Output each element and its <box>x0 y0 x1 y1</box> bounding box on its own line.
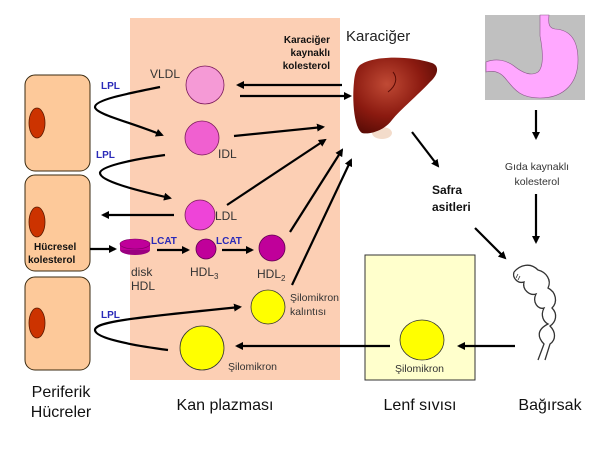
nucleus-icon <box>28 206 46 238</box>
lymph-chylomicron-label: Şilomikron <box>395 363 444 375</box>
peripheral-cell-1 <box>24 74 91 172</box>
cellular-cholesterol-label-2: kolesterol <box>28 255 75 266</box>
idl-label: IDL <box>218 147 237 161</box>
plasma-label: Kan plazması <box>177 397 274 414</box>
chylomicron-remnant-label-1: Şilomikron <box>290 292 339 304</box>
food-cholesterol-label-2: kolesterol <box>515 176 560 188</box>
liver-cholesterol-label-3: kolesterol <box>283 61 330 72</box>
lpl-label-2: LPL <box>96 150 115 161</box>
liver-to-bile-arrow <box>411 131 440 168</box>
lcat-label-2: LCAT <box>216 236 242 247</box>
peripheral-cells-label-1: Periferik <box>32 384 92 401</box>
stomach-image <box>485 14 585 100</box>
idl-particle <box>184 120 220 156</box>
lymph-region <box>364 254 476 381</box>
liver-image <box>353 57 438 139</box>
hdl3-particle <box>195 238 217 260</box>
lymph-label: Lenf sıvısı <box>384 397 457 414</box>
liver-cholesterol-label-1: Karaciğer <box>284 35 330 46</box>
disk-hdl-particle <box>119 238 151 255</box>
disk-hdl-label-1: disk <box>131 265 153 279</box>
lpl-arrow-1 <box>93 85 164 137</box>
peripheral-cell-3 <box>24 276 91 371</box>
chylomicron-label: Şilomikron <box>228 361 277 373</box>
lpl-arrow-3 <box>93 303 242 352</box>
food-cholesterol-label-1: Gıda kaynaklı <box>505 161 569 173</box>
idl-to-liver-arrow <box>233 123 325 138</box>
hdl2-label: HDL2 <box>257 267 286 283</box>
liver-cholesterol-label-2: kaynaklı <box>291 48 331 59</box>
hdl2-particle <box>258 234 286 262</box>
intestine-image <box>512 264 557 361</box>
bile-to-intestine-arrow <box>474 227 507 260</box>
peripheral-cell-2 <box>24 174 91 272</box>
remnant-to-liver-arrow <box>291 158 353 286</box>
peripheral-cells-label-2: Hücreler <box>31 404 92 421</box>
liver-label: Karaciğer <box>346 28 410 45</box>
lpl-label-1: LPL <box>101 81 120 92</box>
hdl3-label: HDL3 <box>190 265 219 281</box>
nucleus-icon <box>28 107 46 139</box>
chylomicron-remnant-label-2: kalıntısı <box>290 306 326 318</box>
hdl2-to-liver-arrow <box>289 148 344 233</box>
cellular-cholesterol-label-1: Hücresel <box>34 242 76 253</box>
chylomicron-particle <box>179 325 225 371</box>
lymph-chylomicron-particle <box>399 319 445 361</box>
lpl-arrow-2 <box>98 153 172 201</box>
lpl-label-3: LPL <box>101 310 120 321</box>
bile-acids-label-2: asitleri <box>432 200 471 214</box>
lcat-label-1: LCAT <box>151 236 177 247</box>
vldl-label: VLDL <box>150 67 180 81</box>
chylomicron-remnant-particle <box>250 289 286 325</box>
disk-hdl-label-2: HDL <box>131 279 155 293</box>
nucleus-icon <box>28 307 46 339</box>
ldl-particle <box>184 199 216 231</box>
ldl-label: LDL <box>215 209 237 223</box>
vldl-particle <box>185 65 225 105</box>
intestine-label: Bağırsak <box>518 397 582 414</box>
bile-acids-label-1: Safra <box>432 183 462 197</box>
ldl-to-liver-arrow <box>226 138 327 206</box>
